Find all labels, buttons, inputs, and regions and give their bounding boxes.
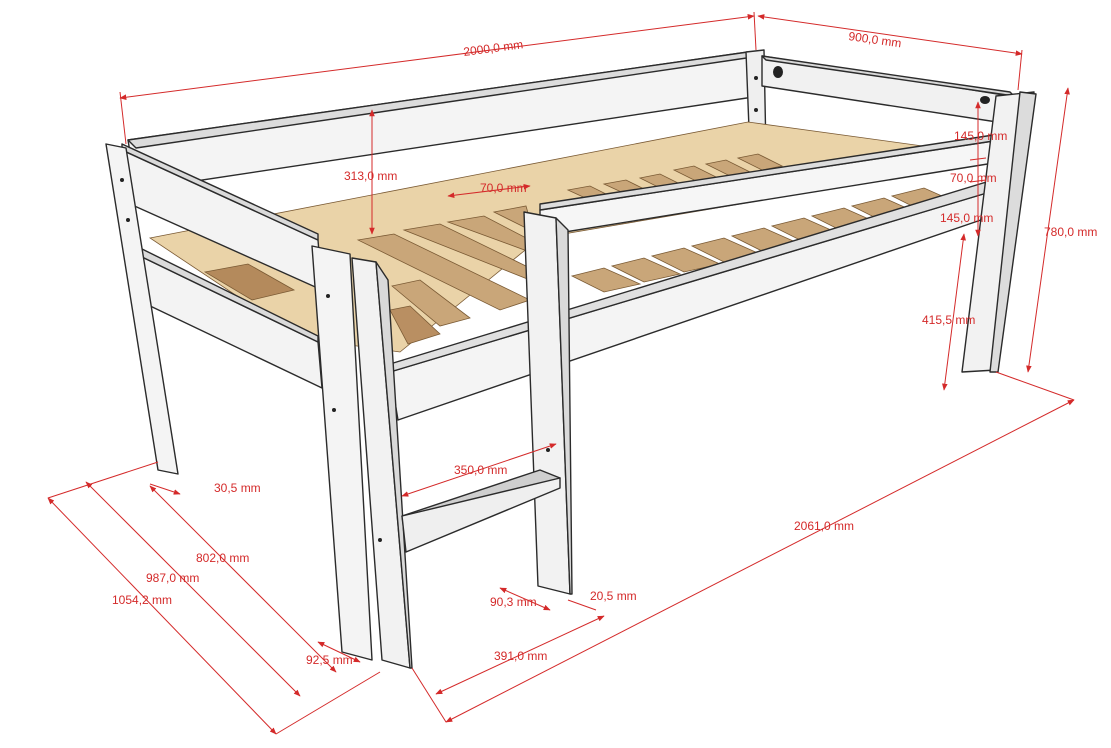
dim-leg-width: 92,5 mm: [306, 653, 353, 667]
dim-ladder-width: 350,0 mm: [454, 463, 507, 477]
dim-leg-thickness: 30,5 mm: [214, 481, 261, 495]
dim-side-rail-height: 313,0 mm: [344, 169, 397, 183]
slats: [203, 153, 962, 345]
dim-total-height: 780,0 mm: [1044, 225, 1097, 239]
dim-rail-gap: 70,0 mm: [950, 171, 997, 185]
dim-clearance-height: 415,5 mm: [922, 313, 975, 327]
dim-mid-width: 987,0 mm: [146, 571, 199, 585]
dim-ladder-post-depth: 90,3 mm: [490, 595, 537, 609]
dim-outer-width: 1054,2 mm: [112, 593, 172, 607]
dim-ladder-offset: 391,0 mm: [494, 649, 547, 663]
bed-frame: [105, 49, 1037, 669]
dim-width-top: 900,0 mm: [848, 29, 903, 50]
dim-slat-spacing: 70,0 mm: [480, 181, 527, 195]
dim-inner-width: 802,0 mm: [196, 551, 249, 565]
dim-total-length: 2061,0 mm: [794, 519, 854, 533]
dim-top-rail-height: 145,0 mm: [954, 129, 1007, 143]
dimension-labels: 2000,0 mm 900,0 mm 313,0 mm 70,0 mm 145,…: [112, 29, 1097, 667]
dimension-lines: [47, 11, 1075, 735]
dim-ladder-post-thickness: 20,5 mm: [590, 589, 637, 603]
dim-length-top: 2000,0 mm: [463, 37, 524, 59]
dim-lower-rail-height: 145,0 mm: [940, 211, 993, 225]
